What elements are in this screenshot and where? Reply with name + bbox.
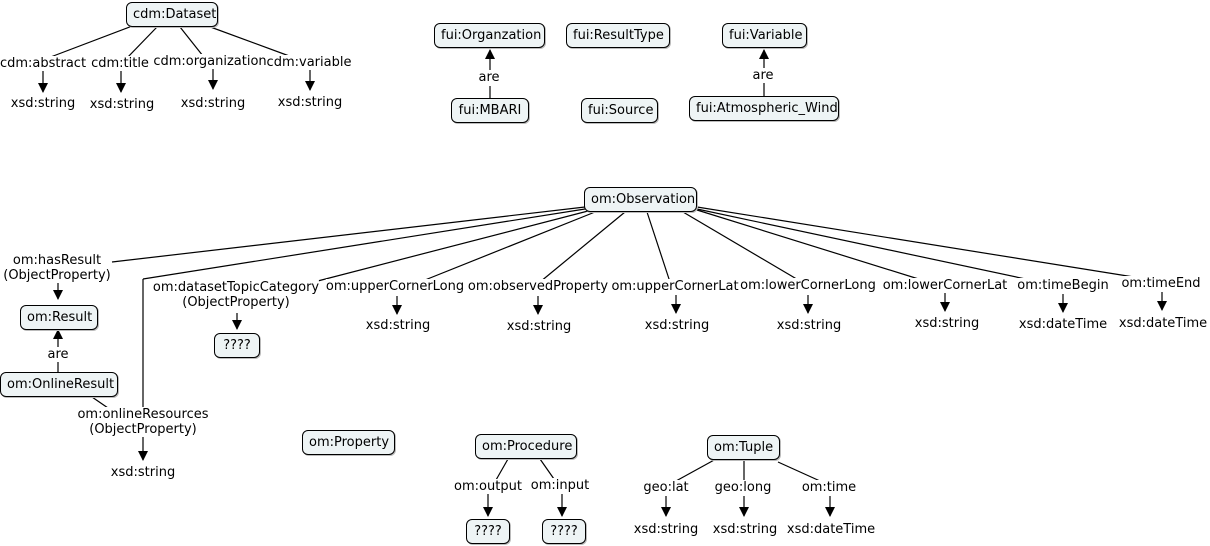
value-organization: xsd:string [180, 96, 246, 111]
label-topic-kind: (ObjectProperty) [182, 295, 290, 310]
node-om-onlineresult[interactable]: om:OnlineResult [0, 372, 118, 397]
link-dataset-title [126, 26, 158, 59]
value-lowercornerlat: xsd:string [914, 316, 980, 331]
link-tuple-lat [675, 458, 717, 482]
label-geo-long: geo:long [714, 480, 772, 495]
label-om-lowercornerlong: om:lowerCornerLong [740, 278, 876, 293]
label-geo-lat: geo:lat [643, 480, 689, 495]
label-om-input: om:input [530, 478, 590, 493]
label-om-timebegin: om:timeBegin [1017, 278, 1109, 293]
label-om-hasresult: om:hasResult (ObjectProperty) [3, 253, 111, 283]
node-om-observation[interactable]: om:Observation [584, 187, 697, 212]
label-cdm-title: cdm:title [91, 56, 149, 71]
value-lowercornerlong: xsd:string [776, 318, 842, 333]
link-dataset-abstract [47, 24, 136, 59]
label-om-lowercornerlat: om:lowerCornerLat [882, 278, 1008, 293]
link-onlineresult-onlineresources [91, 396, 109, 409]
label-om-time: om:time [801, 480, 857, 495]
value-om-time: xsd:dateTime [786, 522, 876, 537]
value-geo-lat: xsd:string [633, 522, 699, 537]
value-timebegin: xsd:dateTime [1018, 317, 1108, 332]
label-cdm-organization: cdm:organization [153, 54, 267, 69]
link-observation-observedproperty [539, 211, 626, 283]
label-om-output: om:output [454, 479, 522, 494]
link-observation-timeend [696, 206, 1141, 279]
label-are-result: are [47, 347, 69, 362]
link-observation-timebegin [696, 208, 1036, 282]
link-observation-topic [309, 210, 589, 284]
node-fui-source[interactable]: fui:Source [581, 98, 658, 123]
link-procedure-output [495, 458, 509, 481]
link-observation-uppercornerlat [646, 211, 671, 283]
label-are-organzation: are [478, 70, 500, 85]
node-unknown-output[interactable]: ???? [466, 519, 510, 544]
value-uppercornerlong: xsd:string [365, 318, 431, 333]
label-om-uppercornerlong: om:upperCornerLong [325, 279, 465, 294]
link-observation-hasresult [111, 206, 586, 263]
node-om-procedure[interactable]: om:Procedure [475, 434, 577, 459]
value-geo-long: xsd:string [712, 522, 778, 537]
label-onlineresources-kind: (ObjectProperty) [89, 422, 197, 437]
node-fui-organzation[interactable]: fui:Organzation [434, 23, 545, 48]
node-cdm-dataset[interactable]: cdm:Dataset [126, 2, 218, 27]
value-onlineresources: xsd:string [110, 465, 176, 480]
node-unknown-topic[interactable]: ???? [214, 333, 260, 358]
label-onlineresources-name: om:onlineResources [77, 407, 209, 422]
node-om-property[interactable]: om:Property [302, 430, 395, 455]
value-variable: xsd:string [277, 95, 343, 110]
label-cdm-abstract: cdm:abstract [0, 56, 87, 71]
link-observation-onlineresources [142, 208, 586, 280]
label-om-observedproperty: om:observedProperty [467, 279, 609, 294]
value-uppercornerlat: xsd:string [644, 318, 710, 333]
link-dataset-organization [179, 26, 204, 57]
link-dataset-variable [204, 24, 293, 58]
value-observedproperty: xsd:string [506, 319, 572, 334]
node-fui-variable[interactable]: fui:Variable [722, 23, 807, 48]
value-title: xsd:string [89, 97, 155, 112]
label-om-hasresult-kind: (ObjectProperty) [3, 268, 111, 283]
label-topic-name: om:datasetTopicCategory [152, 280, 320, 295]
node-om-result[interactable]: om:Result [20, 305, 98, 330]
link-observation-uppercornerlong [419, 211, 596, 283]
node-om-tuple[interactable]: om:Tuple [707, 435, 780, 460]
label-om-hasresult-name: om:hasResult [12, 253, 102, 268]
label-cdm-variable: cdm:variable [266, 55, 352, 70]
node-fui-atmospheric-wind[interactable]: fui:Atmospheric_Wind [689, 96, 839, 121]
node-unknown-input[interactable]: ???? [542, 519, 586, 544]
value-abstract: xsd:string [10, 96, 76, 111]
node-fui-mbari[interactable]: fui:MBARI [451, 98, 529, 123]
node-fui-resulttype[interactable]: fui:ResultType [566, 23, 670, 48]
value-timeend: xsd:dateTime [1118, 316, 1208, 331]
label-om-timeend: om:timeEnd [1121, 276, 1201, 291]
link-observation-lowercornerlong [682, 211, 801, 282]
link-procedure-input [539, 458, 555, 480]
label-are-variable: are [752, 68, 774, 83]
link-observation-lowercornerlat [696, 209, 926, 282]
link-tuple-time [777, 461, 821, 482]
label-om-uppercornerlat: om:upperCornerLat [611, 279, 739, 294]
label-om-datasettopiccategory: om:datasetTopicCategory (ObjectProperty) [152, 280, 320, 310]
label-om-onlineresources: om:onlineResources (ObjectProperty) [77, 407, 209, 437]
